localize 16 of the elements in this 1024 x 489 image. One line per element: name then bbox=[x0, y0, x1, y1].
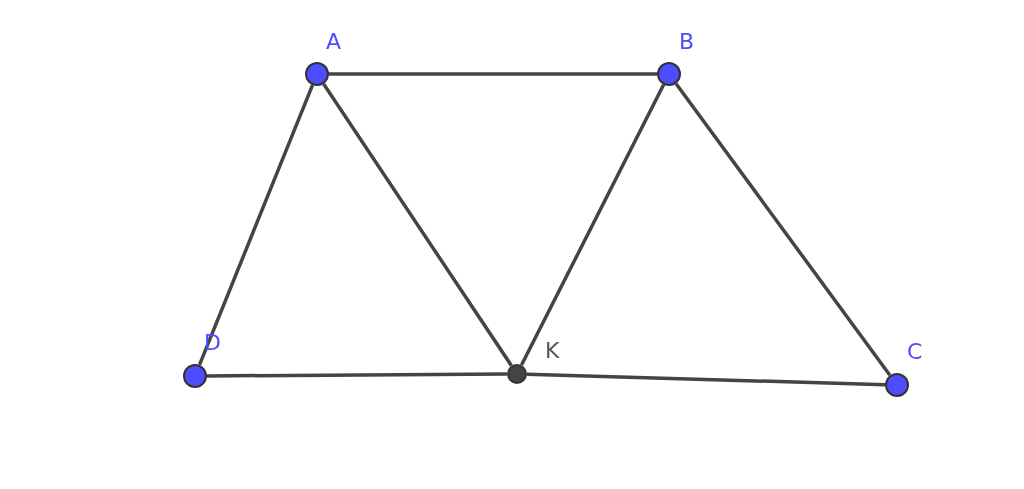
point-dot bbox=[885, 373, 909, 397]
line-segment bbox=[519, 83, 666, 366]
point-label: K bbox=[545, 339, 560, 363]
point-dot bbox=[657, 62, 681, 86]
line-segment bbox=[207, 372, 507, 378]
point-label: B bbox=[679, 30, 695, 54]
line-segment bbox=[526, 372, 886, 387]
point-dot bbox=[305, 62, 329, 86]
point-dot bbox=[507, 364, 527, 384]
point-label: A bbox=[326, 30, 342, 54]
line-segment bbox=[674, 82, 892, 377]
line-segment bbox=[329, 72, 657, 76]
line-segment bbox=[322, 83, 513, 367]
point-label: C bbox=[907, 340, 923, 364]
point-dot bbox=[183, 364, 207, 388]
line-segment bbox=[197, 84, 315, 366]
